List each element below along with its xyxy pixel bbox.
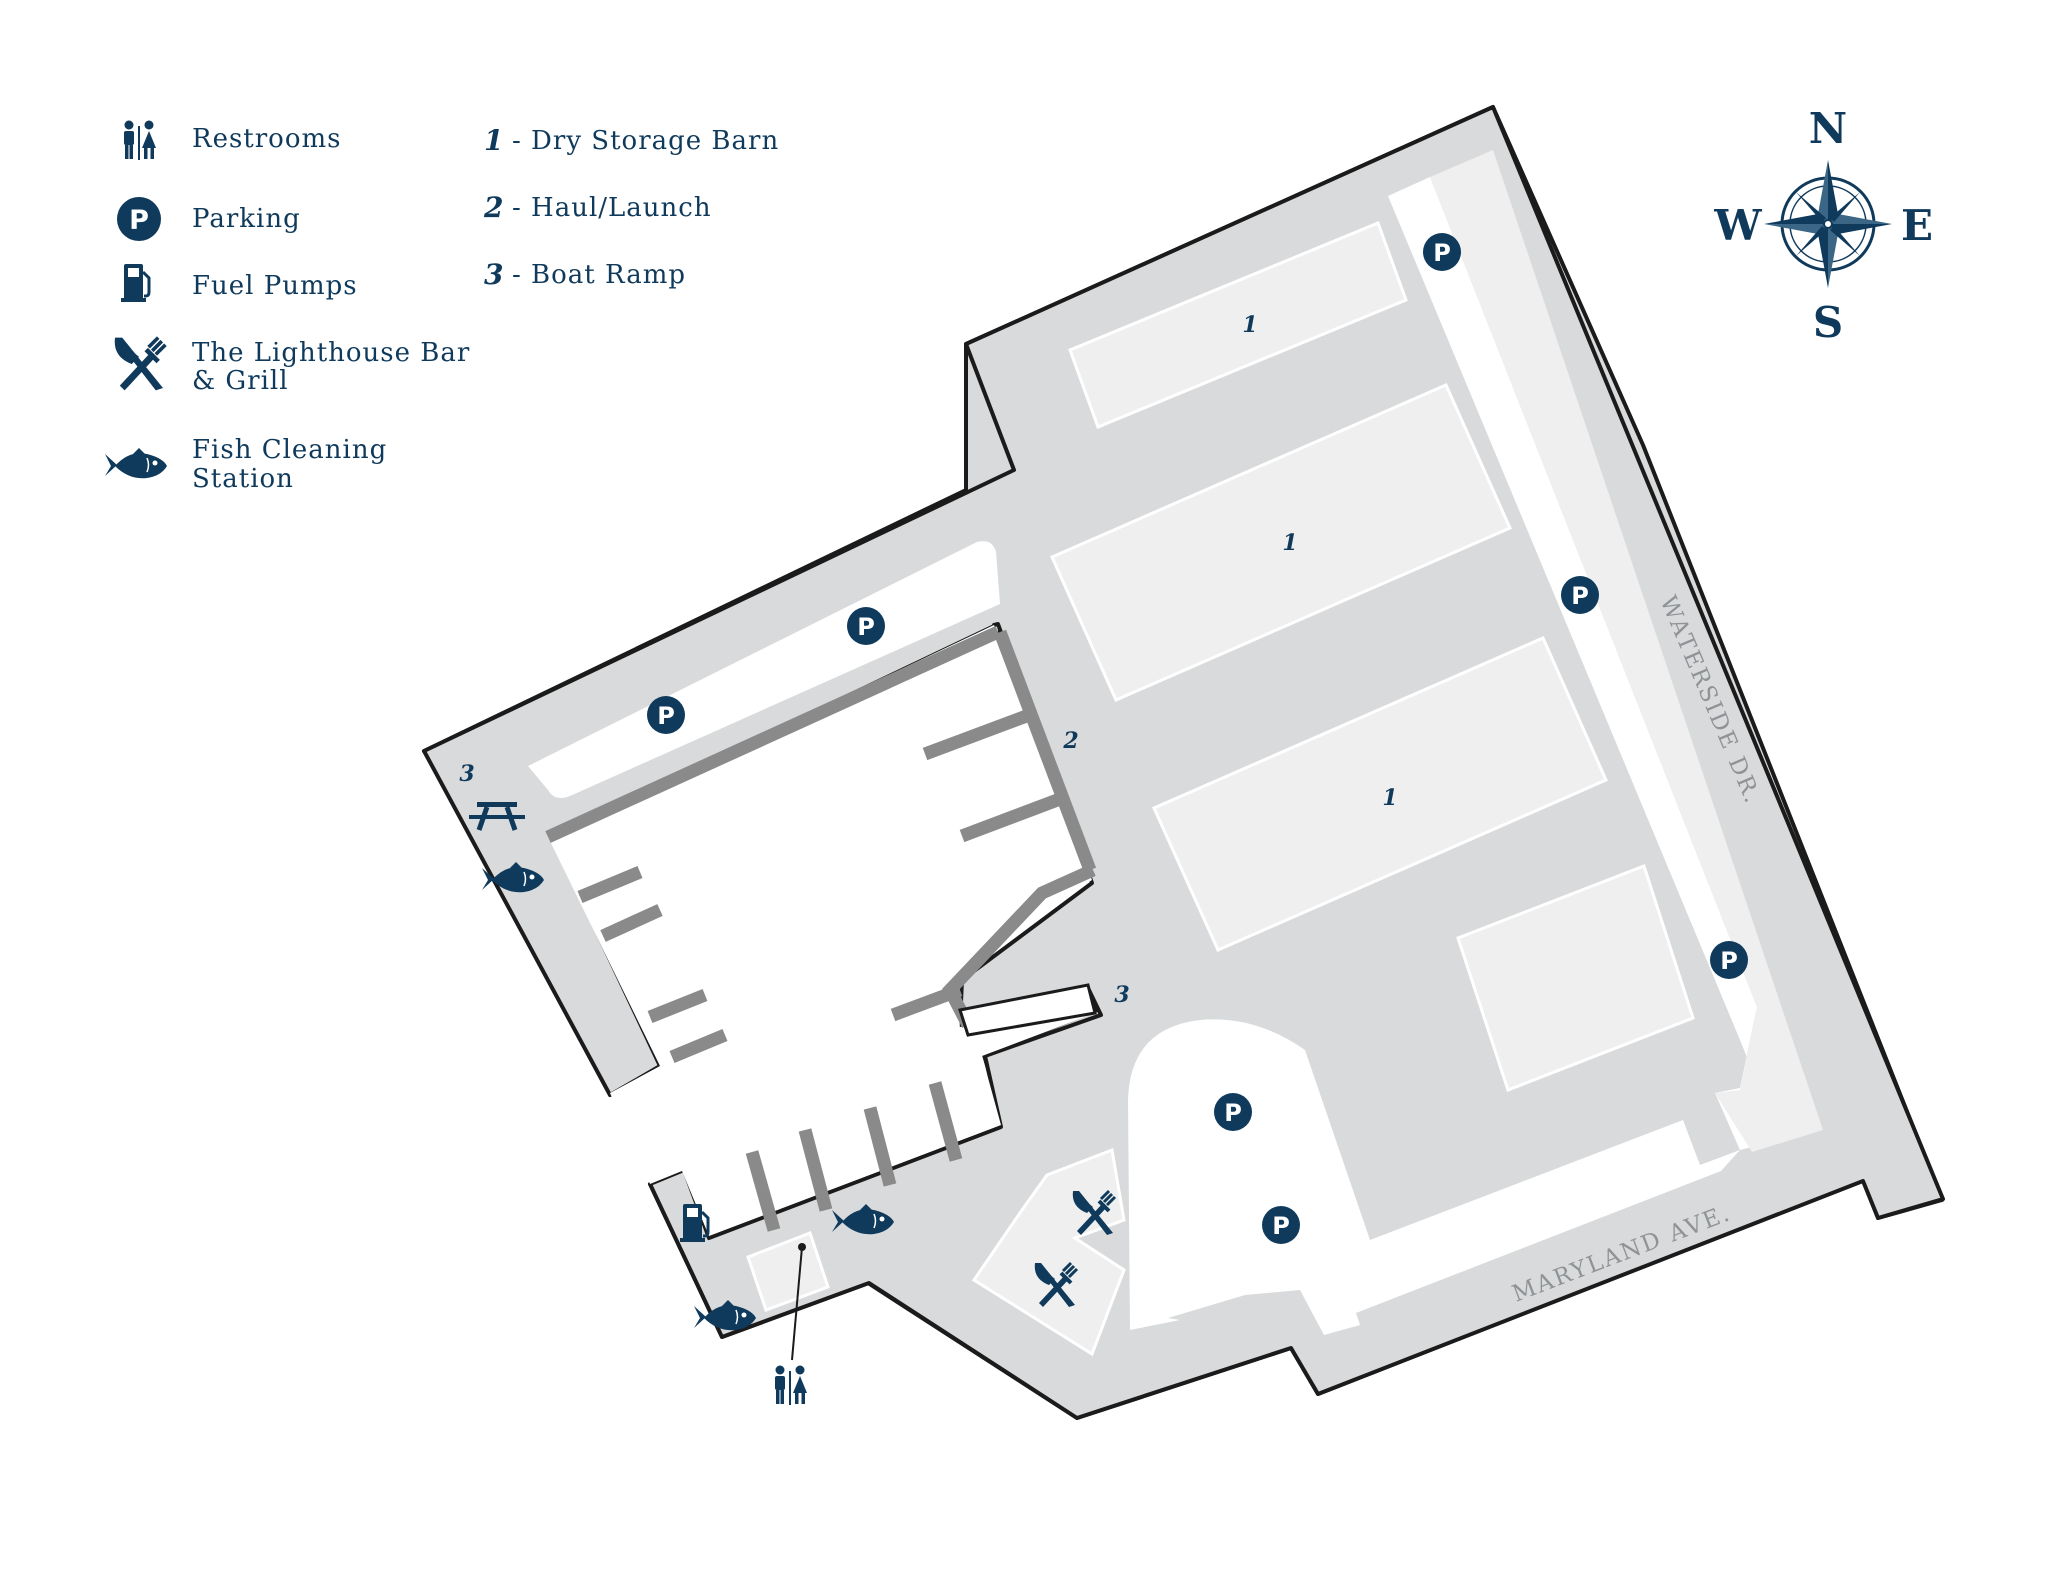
compass-rose (1764, 160, 1892, 288)
dry-storage-barn-1c (1152, 636, 1608, 952)
legend-haul-launch: - Haul/Launch (512, 193, 712, 223)
svg-text:P: P (1720, 947, 1738, 975)
legend-grill-line2: & Grill (192, 366, 289, 396)
legend-fish-line2: Station (192, 464, 294, 494)
restroom-building (746, 1231, 830, 1312)
fuel-pump-icon (119, 262, 151, 304)
barn-number: 1 (1282, 530, 1297, 556)
fish-cleaning-station-icon (104, 447, 168, 479)
parking-icon: P (1214, 1093, 1252, 1131)
restroom-pointer-dot (798, 1243, 806, 1251)
svg-text:P: P (857, 613, 875, 641)
compass-west: W (1713, 201, 1762, 250)
parking-icon: P (117, 197, 161, 241)
parking-icon: P (1262, 1206, 1300, 1244)
svg-text:P: P (129, 205, 149, 236)
legend-dry-storage-barn: - Dry Storage Barn (512, 126, 779, 156)
compass-north: N (1809, 104, 1847, 153)
svg-text:P: P (1224, 1099, 1242, 1127)
restaurant-icon (115, 338, 166, 391)
svg-text:P: P (1571, 582, 1589, 610)
east-parking-strip (1128, 177, 1780, 1335)
legend-restrooms: Restrooms (192, 124, 342, 154)
compass-south: S (1813, 298, 1843, 347)
boat-ramp-number: 3 (459, 761, 474, 787)
parking-icon: P (647, 696, 685, 734)
boat-ramp-3-south (958, 983, 1097, 1037)
parking-icon: P (847, 607, 885, 645)
barn-number: 1 (1242, 312, 1257, 338)
legend-grill-line1: The Lighthouse Bar (192, 338, 470, 368)
legend-boat-ramp: - Boat Ramp (512, 260, 686, 290)
svg-text:P: P (657, 702, 675, 730)
legend-number-2: 2 (483, 191, 503, 224)
boat-ramp-number: 3 (1114, 982, 1129, 1008)
legend-parking: Parking (192, 204, 301, 234)
barn-number: 1 (1382, 785, 1397, 811)
svg-text:P: P (1433, 239, 1451, 267)
restroom-icon (124, 120, 156, 160)
docks (545, 626, 1097, 1232)
restroom-pointer (791, 1246, 803, 1361)
svg-text:P: P (1272, 1212, 1290, 1240)
north-parking-strip (528, 541, 1000, 798)
legend-number-3: 3 (484, 258, 503, 291)
restroom-icon (775, 1365, 807, 1405)
east-lane (1430, 150, 1823, 1152)
legend-fish-line1: Fish Cleaning (192, 435, 387, 465)
parking-icon: P (1710, 941, 1748, 979)
compass-east: E (1901, 201, 1933, 250)
parking-icon: P (1561, 576, 1599, 614)
dry-storage-barn-1a (1068, 221, 1408, 429)
parking-icon: P (1423, 233, 1461, 271)
legend-number-1: 1 (484, 124, 503, 157)
legend-fuel-pumps: Fuel Pumps (192, 271, 358, 301)
haul-launch-number: 2 (1062, 728, 1078, 754)
dry-storage-barn-1b (1050, 383, 1512, 702)
dry-storage-building (1456, 864, 1695, 1092)
